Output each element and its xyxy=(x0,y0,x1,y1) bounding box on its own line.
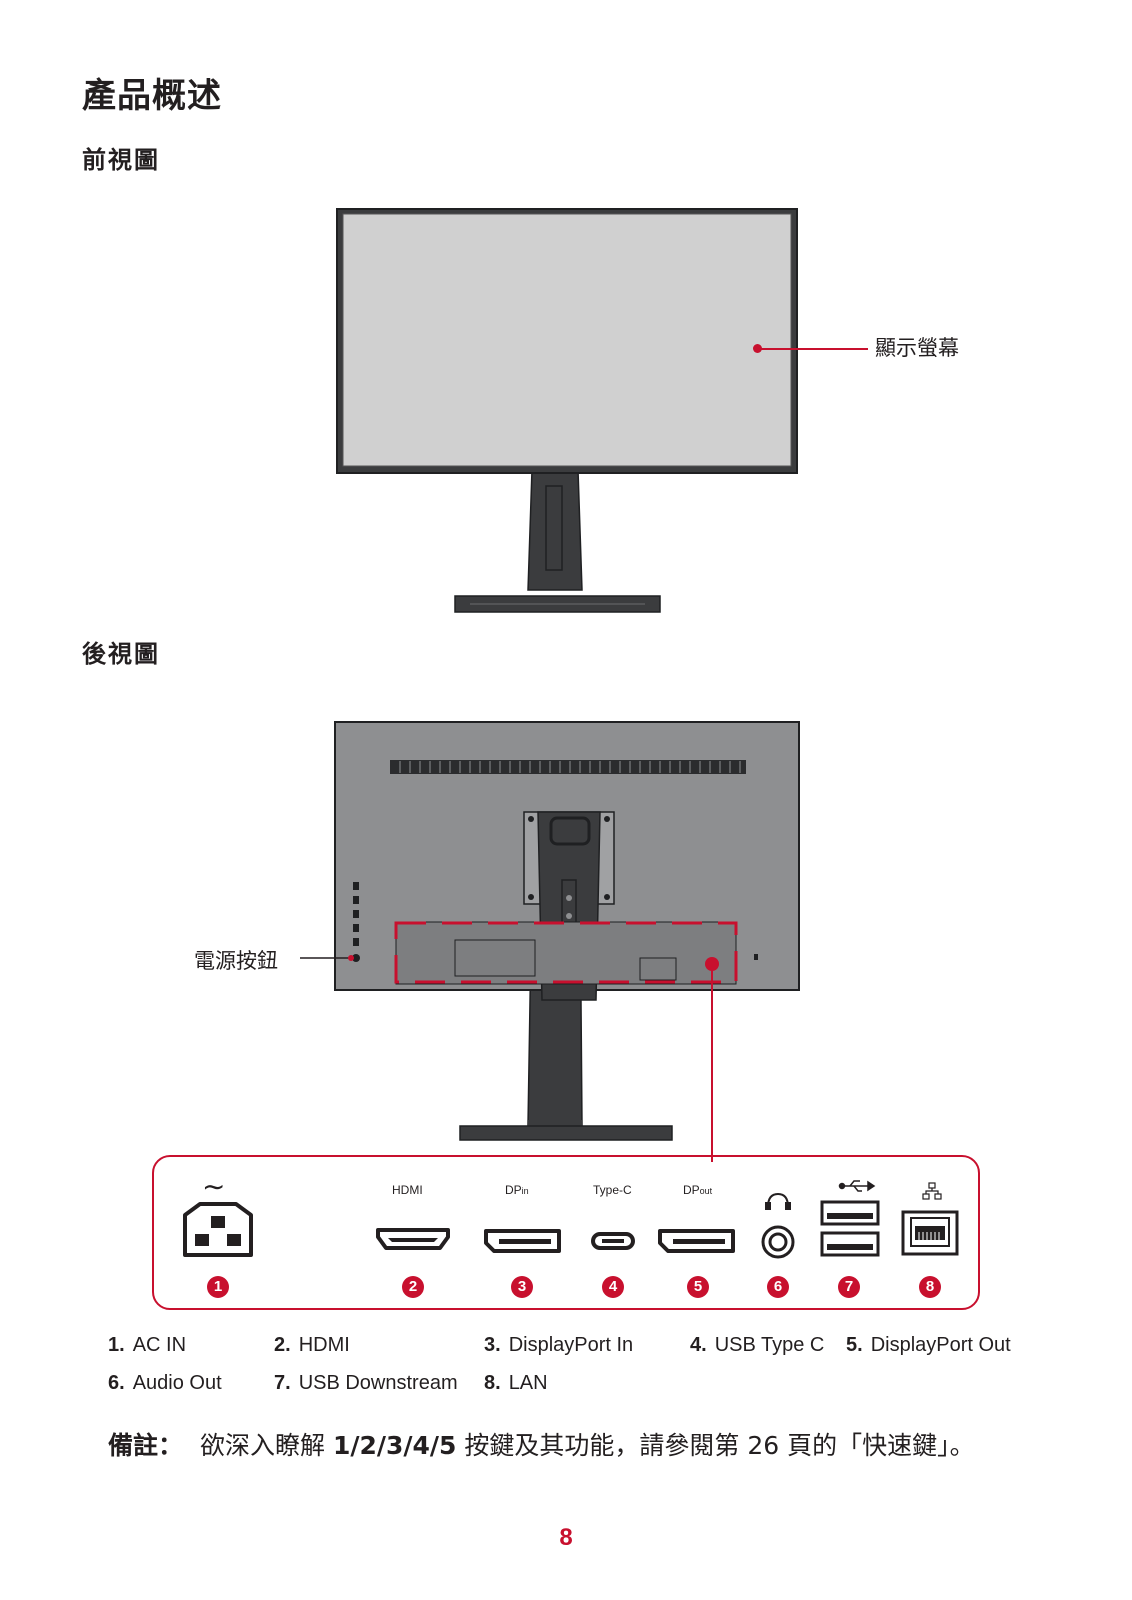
dp-out-port-label: DPout xyxy=(683,1183,713,1197)
type-c-port-label: Type-C xyxy=(593,1183,632,1197)
legend-item: 3.DisplayPort In xyxy=(484,1334,634,1356)
rear-view-heading: 後視圖 xyxy=(82,640,160,668)
ports-panel xyxy=(152,1155,980,1310)
usb-c-port-icon xyxy=(591,1232,635,1250)
front-view-heading: 前視圖 xyxy=(82,146,160,174)
port-number-badge: 4 xyxy=(602,1276,624,1298)
note-body: 欲深入瞭解 1/2/3/4/5 按鍵及其功能，請參閱第 26 頁的「快速鍵」。 xyxy=(200,1431,975,1460)
port-number-badge: 2 xyxy=(402,1276,424,1298)
port-number-badge: 5 xyxy=(687,1276,709,1298)
legend-item: 7.USB Downstream xyxy=(274,1372,458,1394)
port-number-badge: 6 xyxy=(767,1276,789,1298)
lan-icon xyxy=(922,1182,942,1200)
dp-in-port-label: DPin xyxy=(505,1183,529,1197)
displayport-icon xyxy=(484,1229,561,1253)
note-keys: 1/2/3/4/5 xyxy=(332,1431,457,1460)
legend-item: 2.HDMI xyxy=(274,1334,350,1356)
displayport-out-icon xyxy=(658,1229,735,1253)
display-screen-callout-line xyxy=(758,348,868,350)
ac-power-inlet-icon xyxy=(183,1202,253,1257)
note-label: 備註： xyxy=(108,1431,184,1460)
port-number-badge: 1 xyxy=(207,1276,229,1298)
page-number: 8 xyxy=(559,1524,573,1551)
port-number-badge: 8 xyxy=(919,1276,941,1298)
legend-item: 1.AC IN xyxy=(108,1334,187,1356)
ac-tilde-icon: ∼ xyxy=(202,1170,226,1203)
hdmi-port-icon xyxy=(376,1228,450,1250)
port-number-badge: 7 xyxy=(838,1276,860,1298)
display-screen-callout-dot xyxy=(753,344,762,353)
display-screen-label: 顯示螢幕 xyxy=(875,336,959,360)
page-title: 產品概述 xyxy=(82,76,222,116)
port-number-badge: 3 xyxy=(511,1276,533,1298)
headphone-icon xyxy=(765,1192,791,1210)
hdmi-port-label: HDMI xyxy=(392,1183,423,1197)
power-button-label: 電源按鈕 xyxy=(194,949,278,973)
audio-jack-icon xyxy=(761,1225,795,1259)
usb-a-port-icons xyxy=(820,1200,880,1257)
usb-icon xyxy=(838,1180,876,1192)
legend-item: 6.Audio Out xyxy=(108,1372,222,1394)
legend-item: 5.DisplayPort Out xyxy=(846,1334,1011,1356)
legend-item: 4.USB Type C xyxy=(690,1334,825,1356)
legend-item: 8.LAN xyxy=(484,1372,548,1394)
rj45-port-icon xyxy=(901,1210,959,1256)
